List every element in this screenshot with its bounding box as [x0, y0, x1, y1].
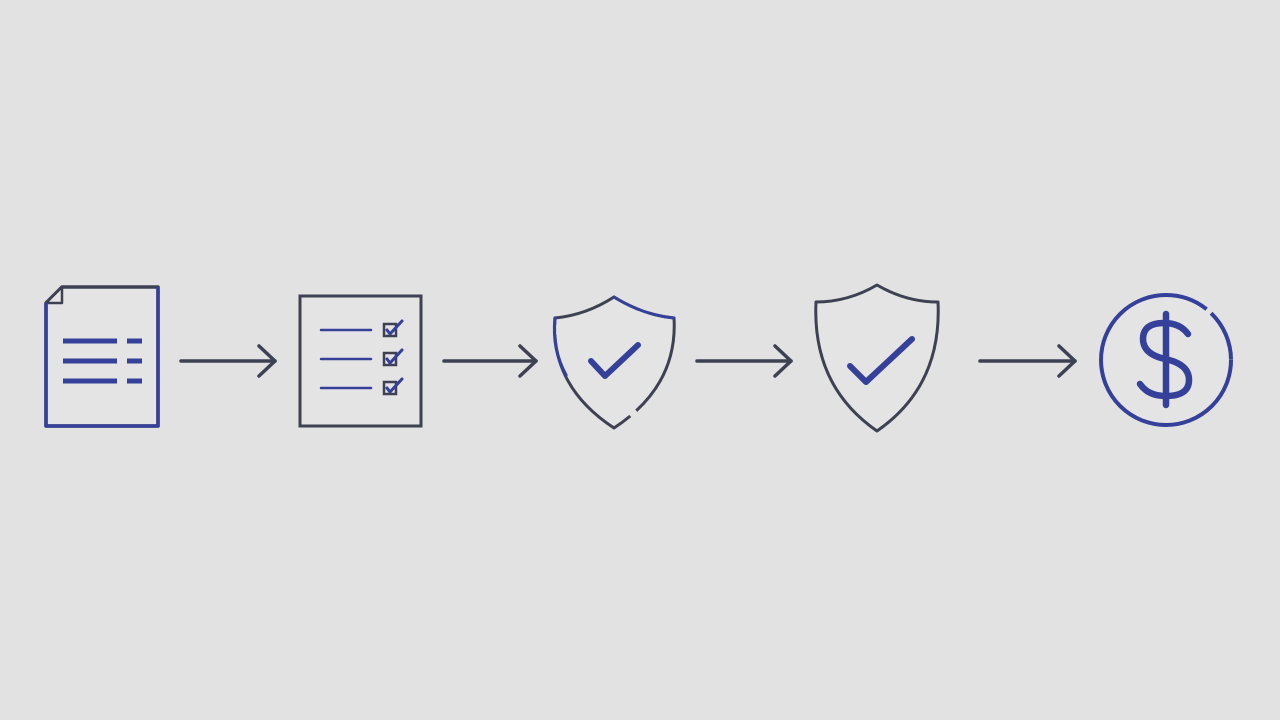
arrow-right-icon: [179, 344, 277, 378]
document-icon: [44, 285, 160, 428]
arrow-right-icon: [695, 344, 793, 378]
shield-check-icon: [814, 283, 940, 433]
arrow-right-icon: [978, 344, 1077, 378]
shield-check-icon: [552, 295, 676, 430]
checklist-icon: [298, 294, 423, 428]
dollar-circle-icon: [1099, 293, 1233, 427]
arrow-right-icon: [442, 344, 538, 378]
